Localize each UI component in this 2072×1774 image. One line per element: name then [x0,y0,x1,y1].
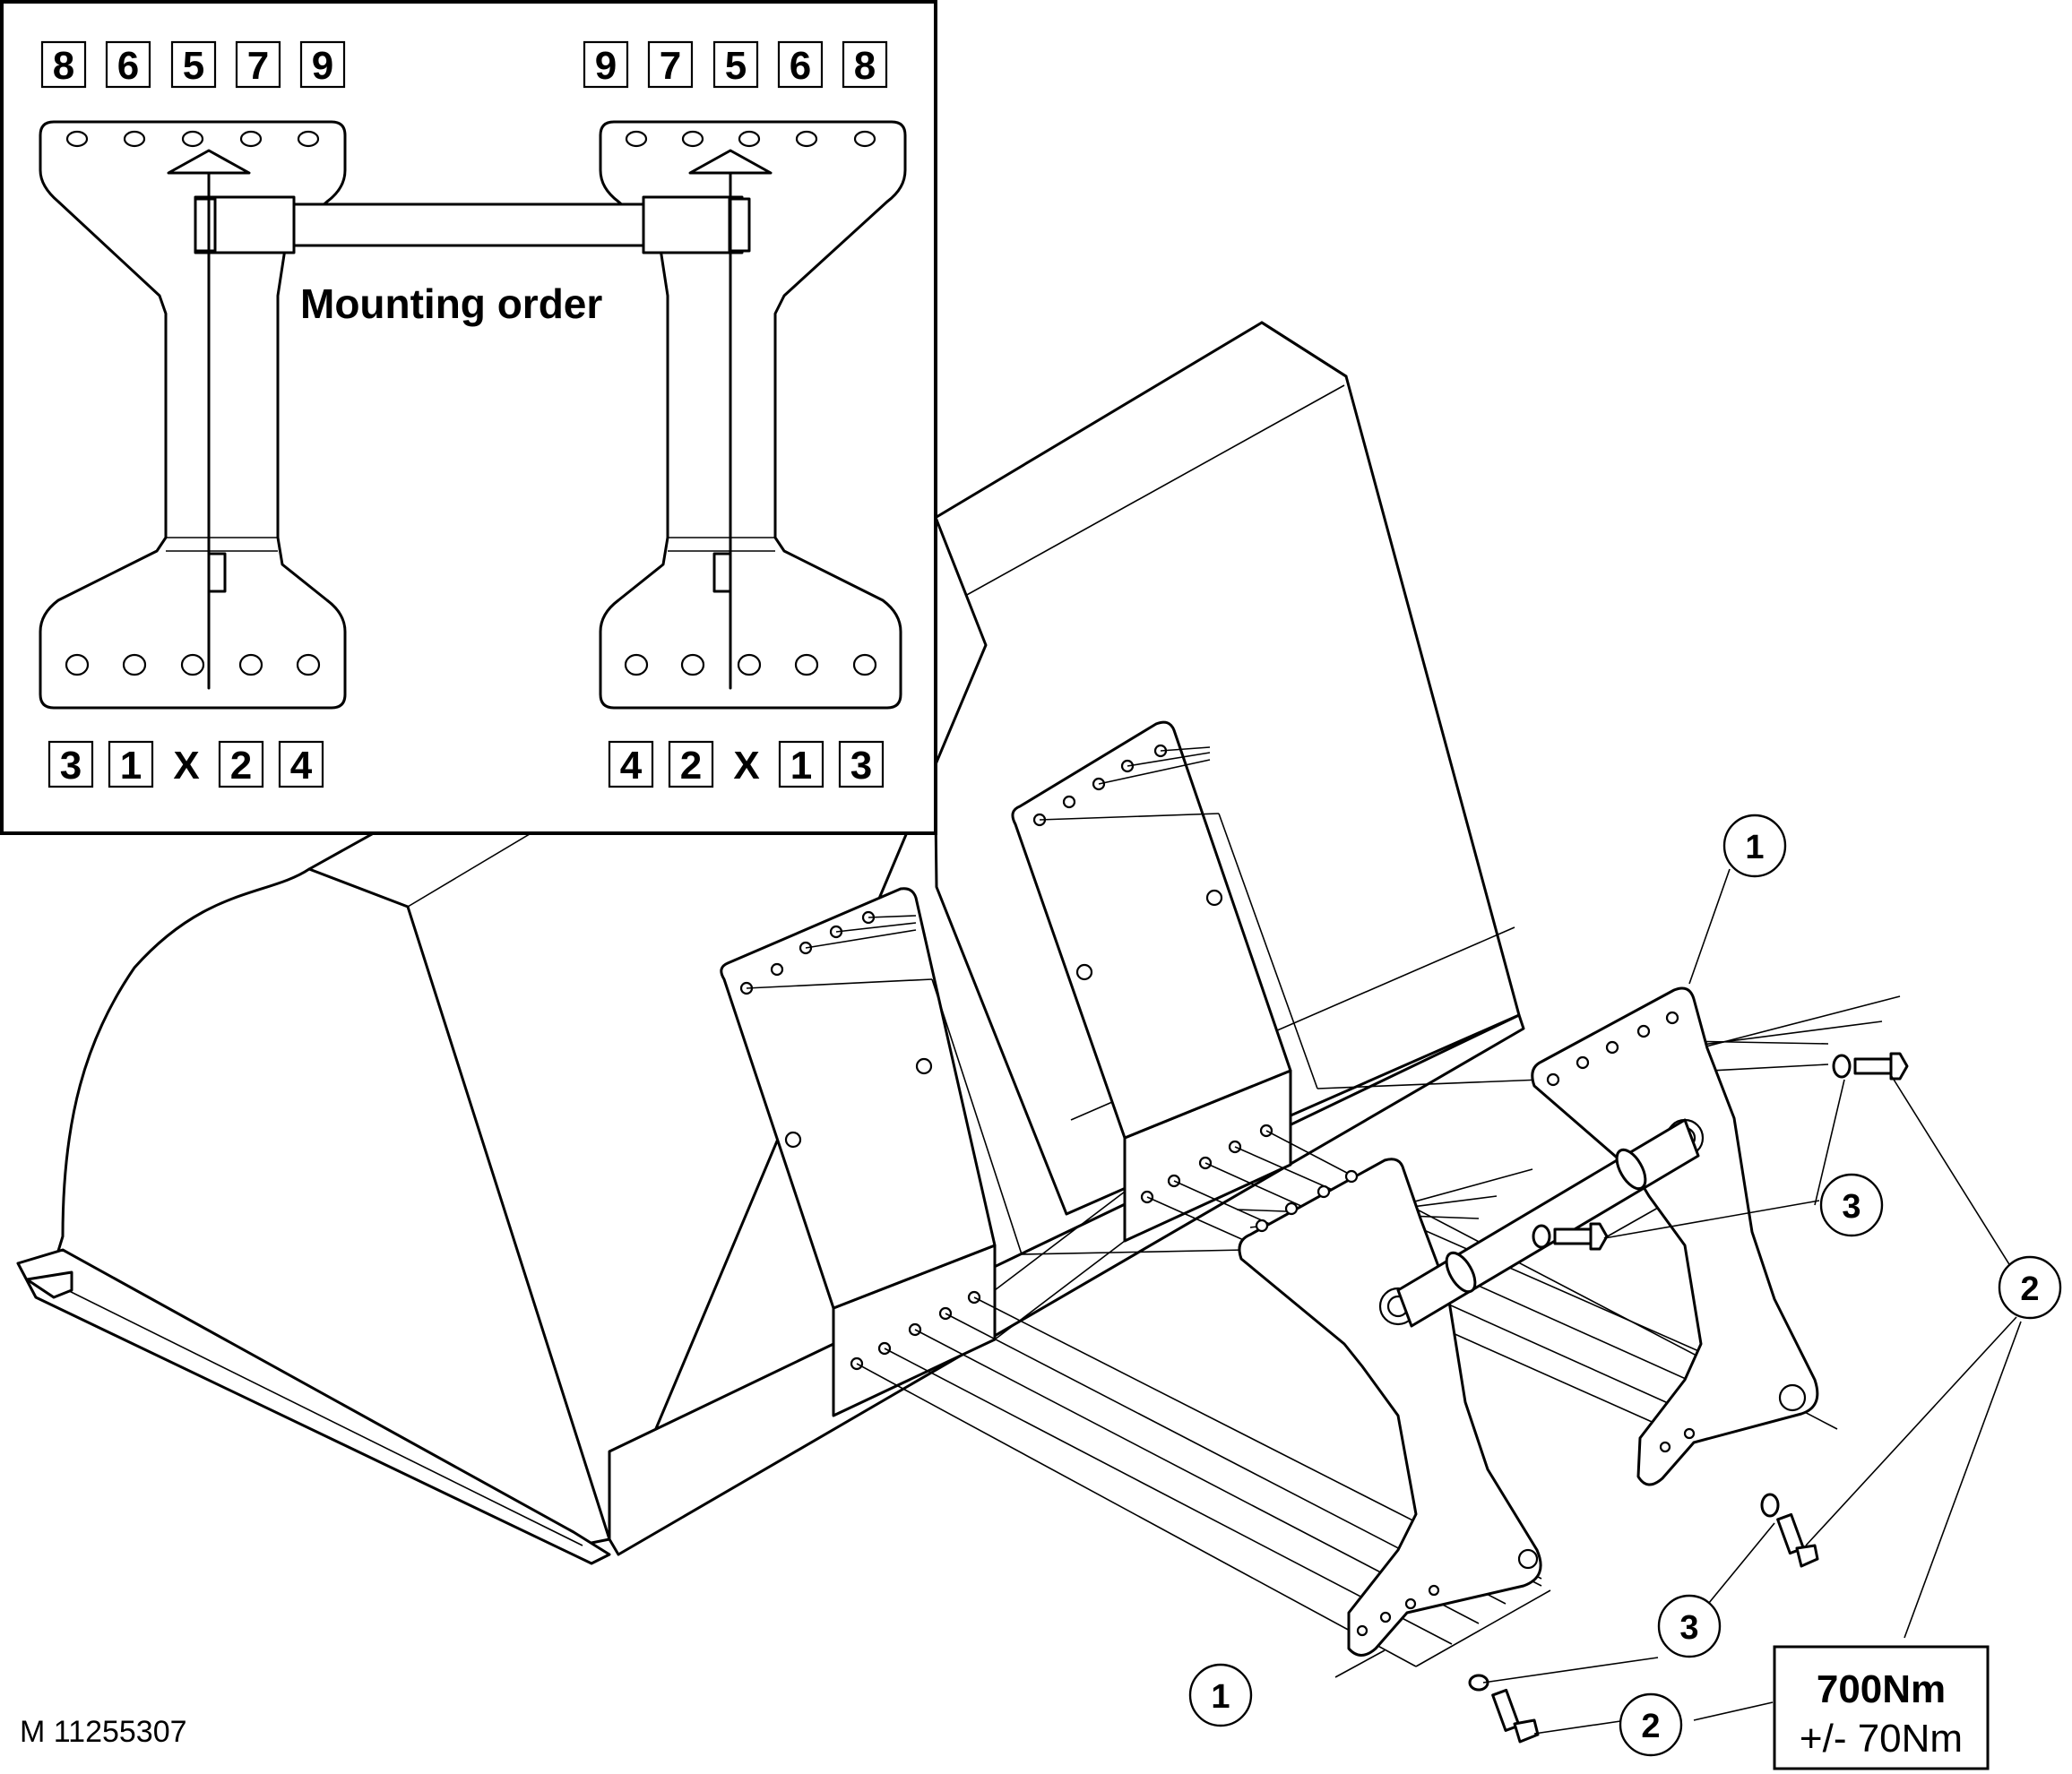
seq-number: 7 [660,44,681,88]
torque-box: 700Nm +/- 70Nm [1773,1645,1990,1770]
callout-washer-bottom: 3 [1657,1594,1722,1658]
seq-left-top: 8 6 5 7 9 [40,40,346,89]
seq-number: 7 [247,44,269,88]
mounting-order-title: Mounting order [300,280,602,327]
seq-number: 6 [790,44,811,88]
inset-plate-right [599,120,907,710]
seq-number: 8 [53,44,74,88]
callout-bracket-top: 1 [1722,814,1787,878]
callout-label: 3 [1679,1609,1698,1647]
seq-number: 5 [725,44,747,88]
mounting-plate-right [1011,720,1292,1204]
seq-number: 8 [854,44,876,88]
seq-x-mark: X [173,744,199,788]
callout-label: 2 [2020,1270,2039,1308]
seq-number: 5 [183,44,204,88]
seq-x-mark: X [733,744,759,788]
seq-number: 9 [595,44,617,88]
seq-number: 9 [312,44,333,88]
callout-label: 1 [1211,1678,1230,1716]
torque-tolerance: +/- 70Nm [1800,1717,1963,1761]
bolt-top-right [1832,1052,1909,1081]
callout-bolt-bottom: 2 [1619,1692,1683,1757]
bolt-lower-right [1760,1493,1819,1568]
drawing-reference: M 11255307 [20,1715,187,1749]
inset-plate-left [39,120,347,710]
torque-value: 700Nm [1817,1667,1946,1711]
seq-number: 6 [117,44,139,88]
seq-number: 3 [60,744,82,788]
seq-right-bottom: 4 2 X 1 3 [608,740,885,788]
seq-number: 2 [680,744,702,788]
callout-label: 2 [1641,1708,1660,1745]
callout-bracket-bottom: 1 [1188,1663,1253,1727]
mounting-order-inset: Mounting order 8 6 5 7 9 9 7 5 6 8 [0,0,937,835]
seq-right-top: 9 7 5 6 8 [583,40,888,89]
seq-number: 4 [620,744,643,788]
mounting-plate-left [720,887,997,1371]
callout-washer-top: 3 [1819,1173,1884,1237]
cross-shaft [1396,1118,1700,1328]
seq-number: 2 [230,744,252,788]
seq-number: 3 [850,744,872,788]
seq-number: 1 [120,744,142,788]
seq-number: 1 [790,744,812,788]
callout-label: 1 [1745,829,1764,866]
seq-number: 4 [290,744,313,788]
bolt-bottom [1468,1674,1540,1744]
bolt-middle [1532,1222,1609,1251]
seq-left-bottom: 3 1 X 2 4 [47,740,324,788]
callout-bolt-right: 2 [1998,1255,2062,1320]
bolts-washers [1468,1052,1909,1744]
callout-label: 3 [1842,1188,1860,1226]
leader-lines [1334,868,2026,1735]
